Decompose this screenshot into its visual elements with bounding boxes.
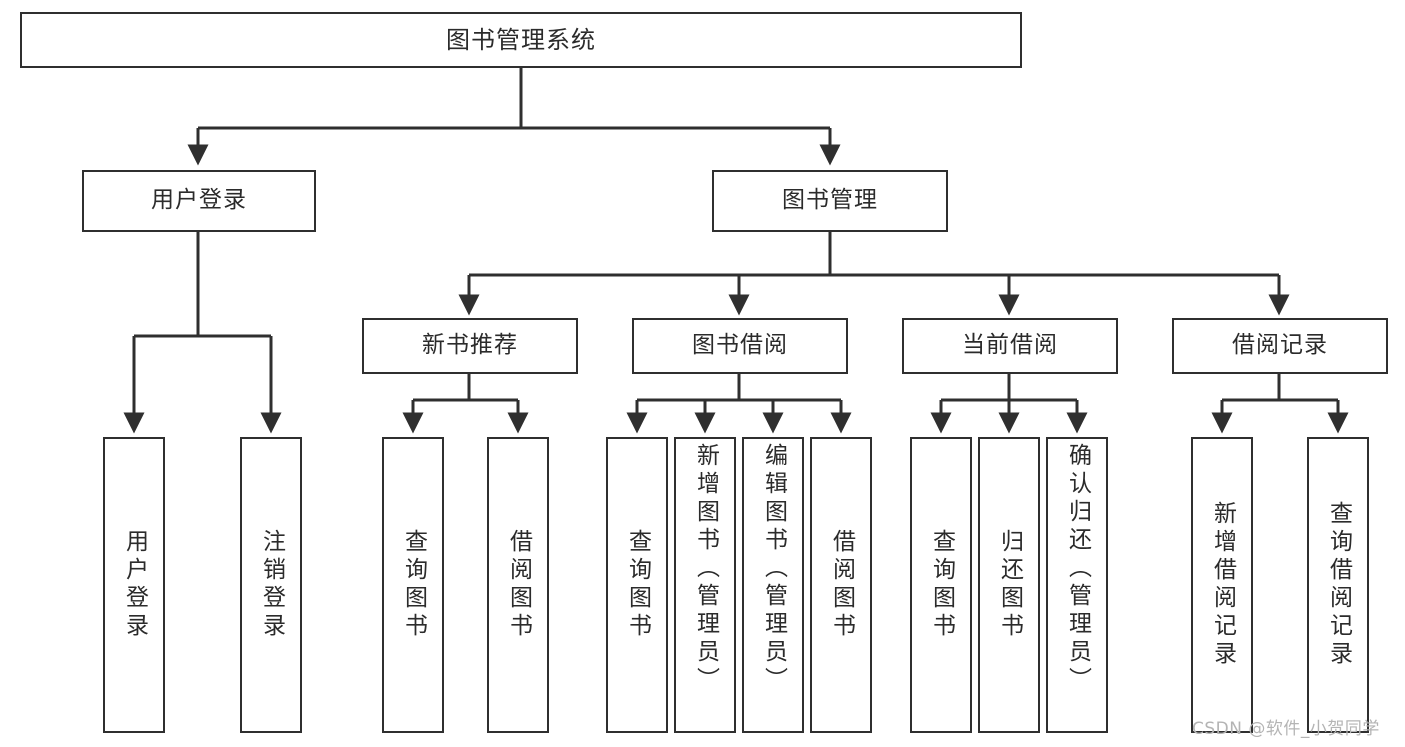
leaf-label: 借阅图书 xyxy=(505,529,532,641)
leaf-label: 用户登录 xyxy=(121,529,148,641)
leaf-label: 新增图书（管理员） xyxy=(692,443,719,695)
leaf-label: 查询图书 xyxy=(400,529,427,641)
node-leaf-query-book-1[interactable]: 查询图书 xyxy=(382,437,444,733)
node-leaf-return-book[interactable]: 归还图书 xyxy=(978,437,1040,733)
leaf-label: 归还图书 xyxy=(996,529,1023,641)
node-user-login[interactable]: 用户登录 xyxy=(82,170,316,232)
node-leaf-confirm-return[interactable]: 确认归还（管理员） xyxy=(1046,437,1108,733)
leaf-label: 编辑图书（管理员） xyxy=(760,443,787,695)
node-new-book-recommend[interactable]: 新书推荐 xyxy=(362,318,578,374)
leaf-label: 查询图书 xyxy=(624,529,651,641)
node-leaf-user-login[interactable]: 用户登录 xyxy=(103,437,165,733)
node-leaf-query-book-3[interactable]: 查询图书 xyxy=(910,437,972,733)
leaf-label: 借阅图书 xyxy=(828,529,855,641)
node-book-manage[interactable]: 图书管理 xyxy=(712,170,948,232)
node-leaf-edit-book[interactable]: 编辑图书（管理员） xyxy=(742,437,804,733)
node-leaf-query-record[interactable]: 查询借阅记录 xyxy=(1307,437,1369,733)
node-leaf-borrow-book-2[interactable]: 借阅图书 xyxy=(810,437,872,733)
leaf-label: 新增借阅记录 xyxy=(1209,501,1236,669)
node-root[interactable]: 图书管理系统 xyxy=(20,12,1022,68)
leaf-label: 查询图书 xyxy=(928,529,955,641)
leaf-label: 确认归还（管理员） xyxy=(1064,443,1091,695)
node-leaf-borrow-book-1[interactable]: 借阅图书 xyxy=(487,437,549,733)
leaf-label: 注销登录 xyxy=(258,529,285,641)
node-leaf-query-book-2[interactable]: 查询图书 xyxy=(606,437,668,733)
node-current-borrow[interactable]: 当前借阅 xyxy=(902,318,1118,374)
node-borrow-record[interactable]: 借阅记录 xyxy=(1172,318,1388,374)
leaf-label: 查询借阅记录 xyxy=(1325,501,1352,669)
node-leaf-add-book[interactable]: 新增图书（管理员） xyxy=(674,437,736,733)
node-book-borrow[interactable]: 图书借阅 xyxy=(632,318,848,374)
csdn-watermark: CSDN @软件_小贺同学 xyxy=(1192,719,1380,739)
node-leaf-add-record[interactable]: 新增借阅记录 xyxy=(1191,437,1253,733)
node-leaf-logout[interactable]: 注销登录 xyxy=(240,437,302,733)
